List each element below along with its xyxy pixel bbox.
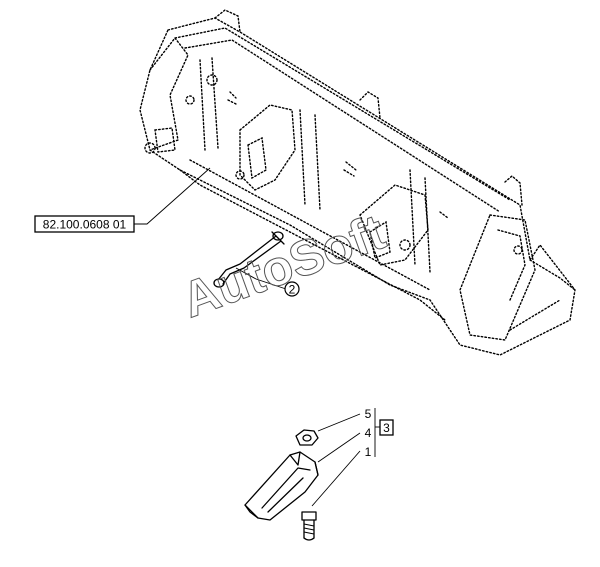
callout-item-5: 5 xyxy=(365,407,372,421)
callout-assembly-text: 82.100.0608 01 xyxy=(43,218,127,232)
callout-item-1: 1 xyxy=(365,445,372,459)
callout-item-3: 3 xyxy=(379,419,394,436)
tooth-assembly xyxy=(244,429,319,541)
callout-item-2-text: 2 xyxy=(289,283,296,297)
callout-item-4: 4 xyxy=(365,426,372,440)
bucket-drawing xyxy=(139,9,576,356)
callout-assembly: 82.100.0608 01 xyxy=(34,215,135,233)
callout-item-2: 2 xyxy=(284,281,300,297)
leader-lines xyxy=(134,167,380,507)
rod-part-2 xyxy=(213,231,285,288)
callout-item-3-text: 3 xyxy=(383,421,390,435)
